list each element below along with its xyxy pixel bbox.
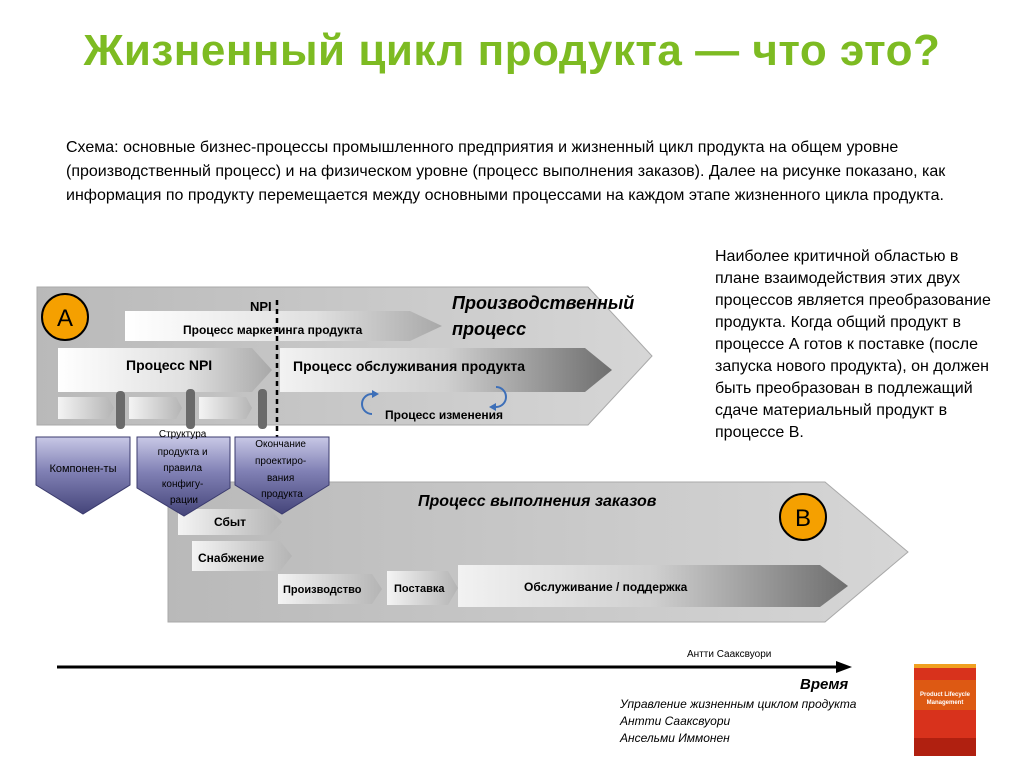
- npi-process-label: Процесс NPI: [126, 357, 212, 373]
- npi-process-arrow: [58, 348, 272, 392]
- npi-label: NPI: [250, 299, 272, 314]
- production-label: Производство: [283, 584, 362, 596]
- npi-phase-3: [199, 397, 252, 419]
- book-cover-title-line1: Product Lifecycle: [920, 692, 971, 698]
- support-label: Обслуживание / поддержка: [524, 580, 688, 594]
- support-arrow: [458, 565, 848, 607]
- book-cover-title-line2: Management: [927, 700, 964, 706]
- components-label: Компонен-ты: [49, 463, 116, 475]
- components-deliverable: [35, 436, 131, 515]
- time-axis-label: Время: [800, 676, 848, 693]
- design-end-label: Окончание проектиро- вания продукта: [255, 439, 309, 500]
- structure-deliverable: [136, 436, 231, 517]
- npi-gate-1: [116, 391, 125, 429]
- marketing-process-arrow: [125, 311, 442, 341]
- slide-title: Жизненный цикл продукта — что это?: [83, 26, 941, 75]
- badge-b: [779, 493, 827, 541]
- reference-author-1: Антти Сааксвуори: [619, 714, 731, 728]
- service-process-arrow: [280, 348, 612, 392]
- change-process-label: Процесс изменения: [385, 408, 503, 422]
- service-process-label: Процесс обслуживания продукта: [293, 358, 525, 374]
- process-a-title: Производственный: [452, 293, 634, 313]
- sales-label: Сбыт: [214, 515, 246, 529]
- author-caption: Антти Сааксвуори: [687, 649, 771, 660]
- process-a-title-line2: процесс: [452, 319, 526, 339]
- npi-gate-3: [258, 389, 267, 429]
- process-b-title: Процесс выполнения заказов: [418, 493, 657, 510]
- time-axis-arrowhead: [836, 661, 852, 673]
- badge-a-label: A: [57, 305, 73, 332]
- npi-phase-1: [58, 397, 114, 419]
- marketing-process-label: Процесс маркетинга продукта: [183, 323, 363, 337]
- supply-label: Снабжение: [198, 551, 264, 565]
- change-cycle-icon-right: [489, 386, 507, 411]
- delivery-label: Поставка: [394, 583, 445, 595]
- supply-arrow: [192, 541, 292, 571]
- change-cycle-icon-left: [361, 390, 379, 415]
- structure-label: Структура продукта и правила конфигу- ра…: [158, 429, 211, 506]
- sales-arrow: [178, 509, 282, 535]
- delivery-arrow: [387, 571, 458, 605]
- intro-text: Схема: основные бизнес-процессы промышле…: [66, 139, 946, 204]
- badge-a: [41, 293, 89, 341]
- reference-book-title: Управление жизненным циклом продукта: [619, 697, 857, 711]
- npi-phase-2: [129, 397, 182, 419]
- design-end-deliverable: [234, 436, 330, 515]
- reference-author-2: Ансельми Иммонен: [619, 731, 730, 745]
- side-note-text: Наиболее критичной областью в плане взаи…: [715, 248, 991, 441]
- badge-b-label: B: [795, 505, 811, 532]
- book-cover-image: Product Lifecycle Management: [914, 664, 976, 756]
- npi-gate-2: [186, 389, 195, 429]
- production-arrow: [278, 574, 382, 604]
